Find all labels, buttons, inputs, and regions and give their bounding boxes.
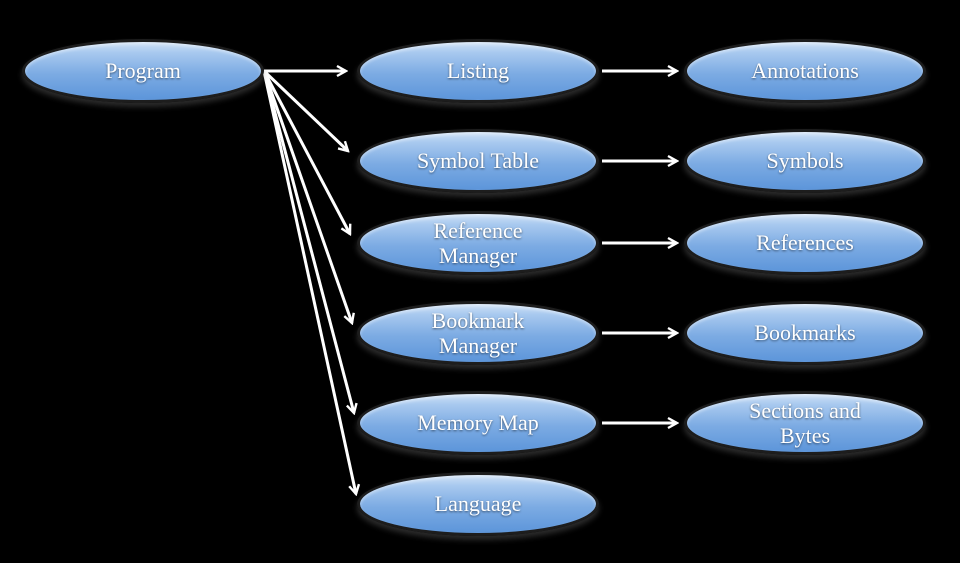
edge-program-language [262, 70, 356, 494]
node-reference-manager-label: Reference Manager [433, 217, 523, 268]
node-symbol-table: Symbol Table [357, 129, 599, 193]
node-symbols: Symbols [684, 129, 926, 193]
node-program: Program [22, 39, 264, 103]
node-symbol-table-label: Symbol Table [416, 148, 540, 174]
node-references-label: References [756, 230, 854, 256]
edge-program-symbol-table [262, 69, 348, 151]
node-bookmarks-label: Bookmarks [754, 320, 856, 346]
node-annotations-label: Annotations [751, 58, 859, 84]
edge-program-bookmark-manager [262, 70, 352, 323]
node-listing-label: Listing [446, 58, 510, 84]
node-program-label: Program [105, 58, 181, 84]
node-reference-manager: Reference Manager [357, 211, 599, 275]
node-sections-and-bytes: Sections and Bytes [684, 391, 926, 455]
node-listing: Listing [357, 39, 599, 103]
node-language: Language [357, 472, 599, 536]
node-bookmark-manager: Bookmark Manager [357, 301, 599, 365]
node-memory-map: Memory Map [357, 391, 599, 455]
node-symbols-label: Symbols [766, 148, 844, 174]
node-annotations: Annotations [684, 39, 926, 103]
node-bookmarks: Bookmarks [684, 301, 926, 365]
node-bookmark-manager-label: Bookmark Manager [431, 307, 525, 358]
edge-program-memory-map [262, 70, 354, 413]
node-memory-map-label: Memory Map [417, 410, 539, 436]
node-sections-and-bytes-label: Sections and Bytes [749, 397, 861, 448]
node-language-label: Language [434, 491, 522, 517]
node-references: References [684, 211, 926, 275]
edge-program-reference-manager [262, 70, 350, 234]
